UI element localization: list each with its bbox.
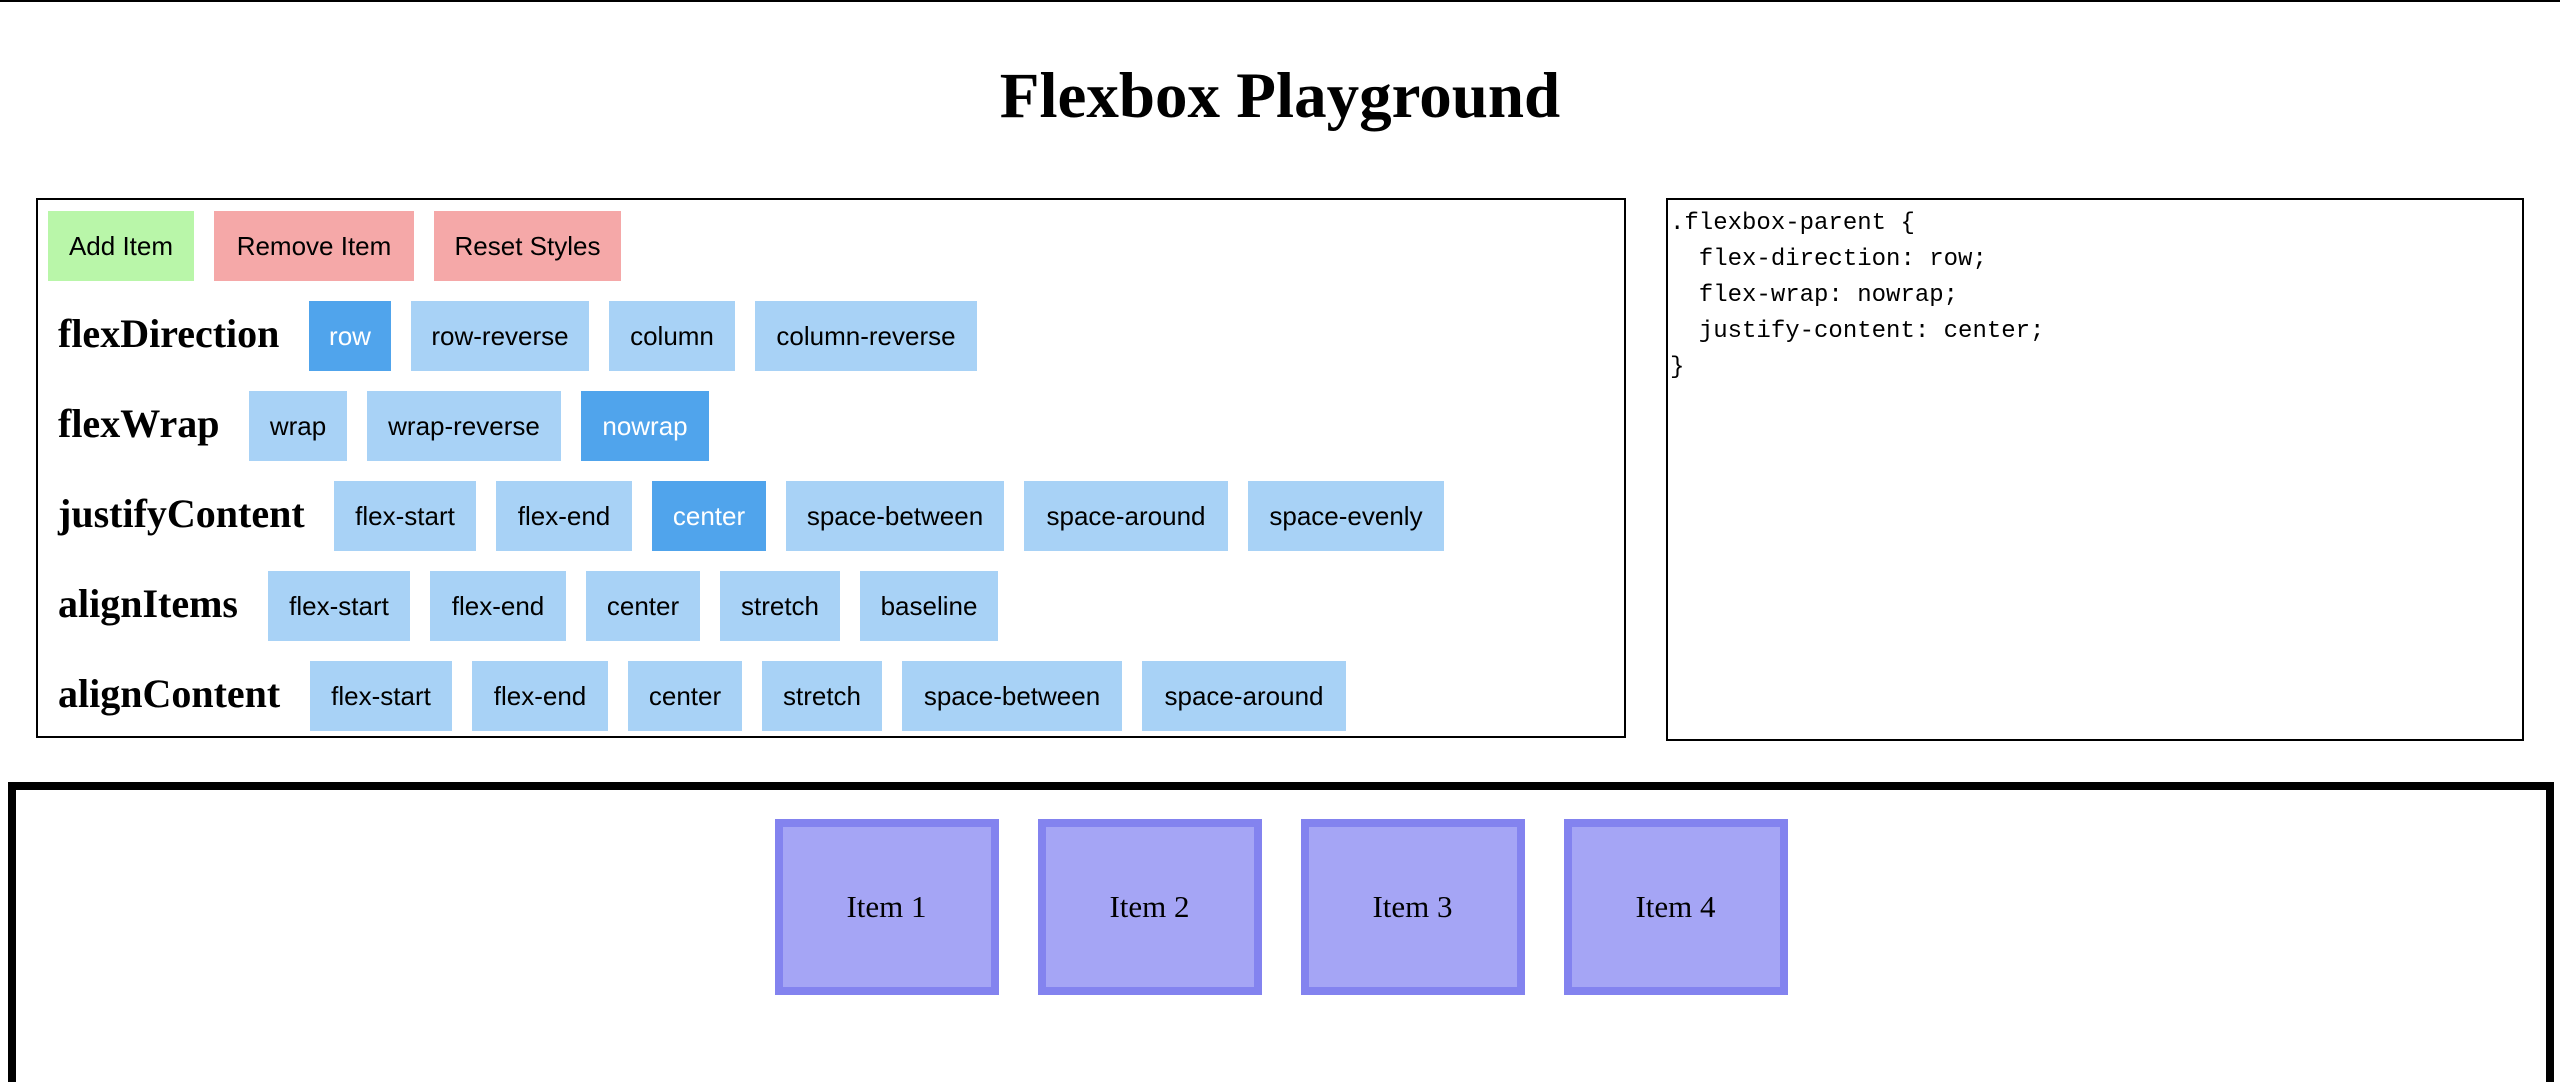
align-content-option-space-between[interactable]: space-between: [902, 661, 1122, 731]
flex-item[interactable]: Item 3: [1300, 819, 1525, 995]
code-line: .flexbox-parent {: [1670, 210, 1915, 237]
align-content-option-flex-end[interactable]: flex-end: [472, 661, 608, 731]
justify-content-option-flex-start[interactable]: flex-start: [334, 481, 476, 551]
flex-wrap-label: flexWrap: [58, 401, 220, 446]
align-content-label: alignContent: [58, 671, 281, 716]
code-line: flex-direction: row;: [1670, 246, 1987, 273]
flex-direction-option-column-reverse[interactable]: column-reverse: [755, 301, 977, 371]
align-content-option-stretch[interactable]: stretch: [762, 661, 882, 731]
css-output-panel: .flexbox-parent { flex-direction: row; f…: [1666, 198, 2524, 741]
flex-wrap-option-nowrap[interactable]: nowrap: [581, 391, 709, 461]
justify-content-option-space-around[interactable]: space-around: [1024, 481, 1228, 551]
flex-direction-option-row[interactable]: row: [309, 301, 391, 371]
code-line: }: [1670, 354, 1685, 381]
flex-direction-label: flexDirection: [58, 311, 280, 356]
flex-item[interactable]: Item 1: [774, 819, 999, 995]
flex-wrap-option-wrap-reverse[interactable]: wrap-reverse: [367, 391, 561, 461]
flex-item[interactable]: Item 2: [1037, 819, 1262, 995]
flexbox-parent-container: Item 1 Item 2 Item 3 Item 4: [8, 782, 2554, 1082]
flex-direction-option-column[interactable]: column: [609, 301, 735, 371]
top-border: [0, 0, 2560, 2]
flex-item[interactable]: Item 4: [1563, 819, 1788, 995]
justify-content-label: justifyContent: [58, 491, 305, 536]
code-line: flex-wrap: nowrap;: [1670, 282, 1959, 309]
align-items-option-stretch[interactable]: stretch: [720, 571, 840, 641]
justify-content-option-center[interactable]: center: [652, 481, 766, 551]
css-code: .flexbox-parent { flex-direction: row; f…: [1670, 206, 2522, 386]
code-line: justify-content: center;: [1670, 318, 2045, 345]
align-items-option-flex-end[interactable]: flex-end: [430, 571, 566, 641]
flex-direction-option-row-reverse[interactable]: row-reverse: [411, 301, 589, 371]
align-items-option-center[interactable]: center: [586, 571, 700, 641]
add-item-button[interactable]: Add Item: [48, 211, 194, 281]
align-content-option-space-around[interactable]: space-around: [1142, 661, 1346, 731]
justify-content-option-space-between[interactable]: space-between: [786, 481, 1004, 551]
flex-wrap-option-wrap[interactable]: wrap: [249, 391, 347, 461]
justify-content-option-space-evenly[interactable]: space-evenly: [1248, 481, 1444, 551]
align-items-option-flex-start[interactable]: flex-start: [268, 571, 410, 641]
align-items-label: alignItems: [58, 581, 238, 626]
align-items-option-baseline[interactable]: baseline: [860, 571, 998, 641]
reset-styles-button[interactable]: Reset Styles: [434, 211, 621, 281]
justify-content-option-flex-end[interactable]: flex-end: [496, 481, 632, 551]
controls-panel: Add Item Remove Item Reset Styles flexDi…: [36, 198, 1626, 738]
align-content-option-center[interactable]: center: [628, 661, 742, 731]
remove-item-button[interactable]: Remove Item: [214, 211, 414, 281]
align-content-option-flex-start[interactable]: flex-start: [310, 661, 452, 731]
page-title: Flexbox Playground: [999, 60, 1561, 132]
